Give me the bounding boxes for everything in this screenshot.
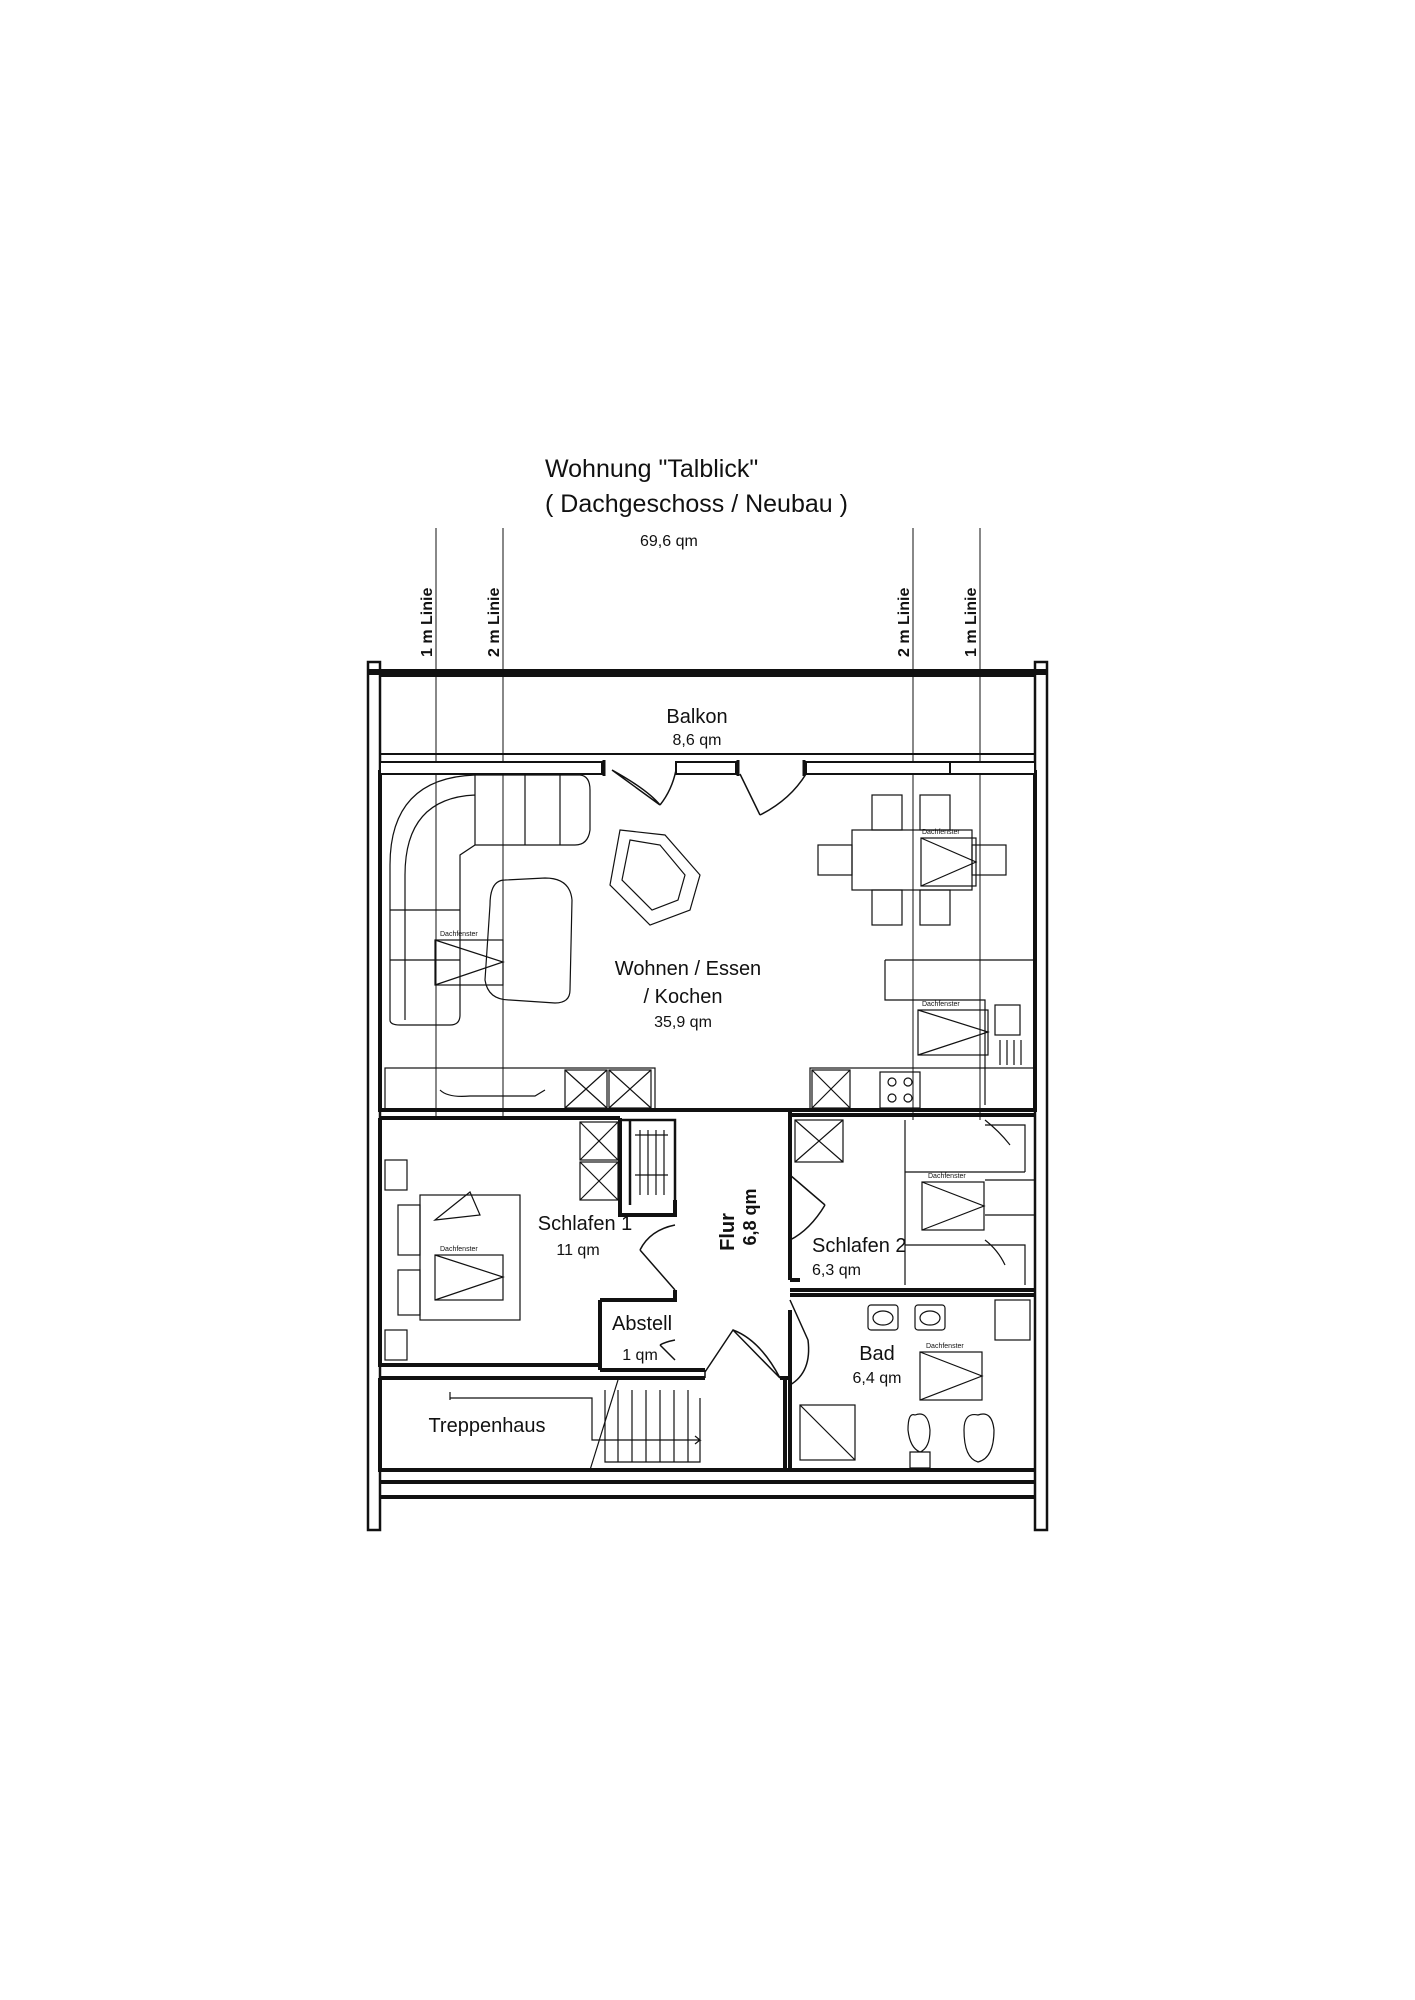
closet-walls xyxy=(622,1118,677,1205)
flur-name: Flur xyxy=(717,1213,739,1251)
sofa-seat-lines xyxy=(390,775,561,1020)
stair-walls xyxy=(378,1376,790,1472)
schlafen1-walls xyxy=(378,1116,677,1367)
skylight-schlafen2: Dachfenster xyxy=(921,1173,986,1231)
balkon-name: Balkon xyxy=(666,706,727,728)
skylight-label: Dachfenster xyxy=(928,1173,966,1180)
bad-fixtures xyxy=(799,1299,1031,1469)
schlafen2-name: Schlafen 2 xyxy=(812,1235,907,1257)
total-area: 69,6 qm xyxy=(640,533,698,550)
bad-name: Bad xyxy=(859,1343,895,1365)
washing-machine xyxy=(994,1299,1031,1341)
headroom-lines xyxy=(435,528,981,1120)
interior-walls xyxy=(378,1108,1035,1499)
abstell-name: Abstell xyxy=(612,1313,672,1335)
armchair xyxy=(609,829,701,926)
skylight-label: Dachfenster xyxy=(922,829,960,836)
room-wohnen xyxy=(378,760,1037,1112)
skylight-label: Dachfenster xyxy=(922,1001,960,1008)
bad-walls xyxy=(788,1293,1035,1472)
skylight-dining: Dachfenster xyxy=(920,829,978,887)
treppenhaus-name: Treppenhaus xyxy=(428,1415,545,1437)
balcony-door-right xyxy=(739,773,807,816)
flur-area: 6,8 qm xyxy=(740,1188,760,1245)
balcony-door-left xyxy=(611,769,677,806)
coffee-table xyxy=(484,877,573,1004)
wall-segment-top-left xyxy=(379,761,603,775)
schlafen1-area: 11 qm xyxy=(556,1242,599,1259)
door-schlafen1 xyxy=(639,1224,676,1291)
balkon-area: 8,6 qm xyxy=(673,732,722,749)
staircase xyxy=(449,1379,702,1471)
wall-segment-top-right xyxy=(805,761,951,775)
label-2m-right: 2 m Linie xyxy=(896,588,913,657)
kitchen-right xyxy=(809,959,1036,1111)
skylight-bad: Dachfenster xyxy=(919,1343,984,1401)
dining-table xyxy=(851,829,973,891)
sofa xyxy=(389,774,591,1026)
sink xyxy=(994,1004,1021,1036)
header: Wohnung "Talblick" ( Dachgeschoss / Neub… xyxy=(545,455,848,550)
wohnen-name-line2: / Kochen xyxy=(644,986,723,1008)
bad-area: 6,4 qm xyxy=(853,1370,902,1387)
sofa-back xyxy=(389,774,591,1026)
label-1m-right: 1 m Linie xyxy=(963,588,980,657)
skylight-living-left: Dachfenster xyxy=(434,931,505,986)
kitchen-bottom-counter xyxy=(809,1067,1036,1111)
wohnen-name-line1: Wohnen / Essen xyxy=(615,958,761,980)
shower xyxy=(799,1404,856,1461)
wardrobe-schlafen1 xyxy=(579,1121,668,1201)
door-bad xyxy=(789,1299,810,1386)
label-2m-left: 2 m Linie xyxy=(486,588,503,657)
wall-segment-top-right2 xyxy=(949,761,1036,775)
washbasin-2 xyxy=(914,1304,946,1331)
bidet xyxy=(963,1413,995,1463)
abstell-walls xyxy=(598,1290,705,1372)
schlafen2-walls xyxy=(790,1113,1035,1292)
plan-subtitle: ( Dachgeschoss / Neubau ) xyxy=(545,490,848,518)
balkon-outline xyxy=(379,675,1036,755)
skylight-label: Dachfenster xyxy=(440,1246,478,1253)
dining-set xyxy=(817,794,1007,926)
wall-segment-top-mid xyxy=(675,761,737,775)
skylight-kitchen: Dachfenster xyxy=(917,1001,990,1056)
bed-schlafen1 xyxy=(384,1159,521,1361)
headroom-labels: 1 m Linie 2 m Linie 2 m Linie 1 m Linie xyxy=(419,588,980,657)
skylight-label: Dachfenster xyxy=(926,1343,964,1350)
skylight-label: Dachfenster xyxy=(440,931,478,938)
abstell-area: 1 qm xyxy=(622,1347,658,1364)
door-schlafen2 xyxy=(789,1174,826,1241)
sideboard-left xyxy=(384,1067,656,1111)
skylight-schlafen1: Dachfenster xyxy=(434,1246,505,1301)
entrance-door xyxy=(704,1328,781,1379)
schlafen1-name: Schlafen 1 xyxy=(538,1213,633,1235)
toilet xyxy=(907,1413,931,1469)
plan-title: Wohnung "Talblick" xyxy=(545,455,758,483)
wohnen-area: 35,9 qm xyxy=(654,1014,712,1031)
room-balkon: Balkon 8,6 qm xyxy=(379,675,1036,755)
stove xyxy=(879,1071,921,1109)
schlafen2-area: 6,3 qm xyxy=(812,1262,861,1279)
schlafen2-furniture xyxy=(794,1119,1035,1285)
door-abstell xyxy=(659,1339,676,1361)
label-1m-left: 1 m Linie xyxy=(419,588,436,657)
washbasin-1 xyxy=(867,1304,899,1331)
kitchen-cabinet-x xyxy=(811,1069,851,1109)
